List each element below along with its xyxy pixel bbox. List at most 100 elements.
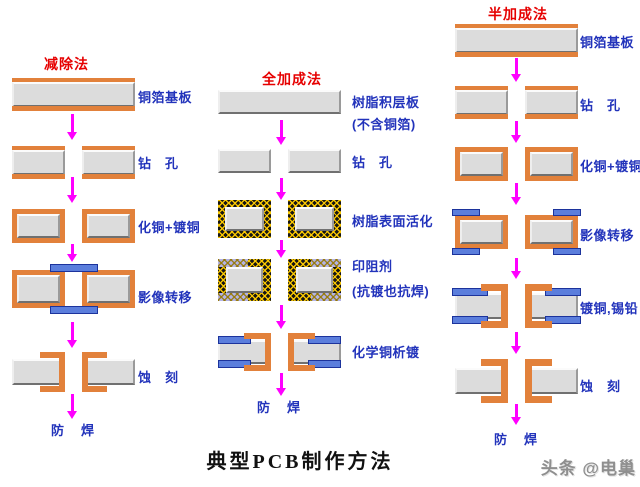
copper-plating — [288, 333, 315, 371]
board-core — [17, 275, 60, 303]
resist-layer — [553, 248, 581, 255]
step-label: 影像转移 — [138, 290, 193, 305]
final-step-label: 防 焊 — [50, 423, 96, 438]
step-graphic-resin-board — [218, 90, 341, 114]
step-label: 钻 孔 — [580, 98, 621, 113]
method-title-semi-additive: 半加成法 — [488, 6, 548, 22]
resist-layer — [545, 316, 581, 324]
step-graphic-image-transfer-tent — [12, 264, 135, 314]
board-core — [218, 149, 271, 173]
copper-layer — [455, 24, 578, 29]
method-title-full-additive: 全加成法 — [262, 71, 322, 87]
method-title-subtractive: 减除法 — [44, 56, 89, 72]
resist-layer — [545, 288, 581, 296]
down-arrow-icon — [276, 240, 287, 258]
down-arrow-icon — [276, 373, 287, 396]
resist-layer — [218, 360, 251, 368]
watermark: 头条 @电巢 — [540, 459, 636, 478]
down-arrow-icon — [511, 332, 522, 354]
step-label: 钻 孔 — [352, 155, 393, 170]
board-core — [87, 275, 130, 303]
copper-layer — [82, 174, 135, 179]
resist-layer — [50, 306, 98, 314]
copper-plating — [525, 359, 552, 403]
resist-layer — [308, 336, 341, 344]
step-label: 铜箔基板 — [580, 35, 635, 50]
board-core — [12, 82, 135, 107]
resist-ink — [311, 293, 341, 301]
board-core — [82, 150, 135, 175]
board-core — [17, 214, 60, 238]
resist-ink — [218, 259, 248, 267]
down-arrow-icon — [276, 178, 287, 200]
resist-ink — [218, 293, 248, 301]
down-arrow-icon — [511, 183, 522, 205]
board-core — [295, 207, 334, 231]
copper-plating — [82, 352, 107, 392]
board-core — [460, 220, 503, 244]
copper-layer — [455, 114, 508, 119]
board-core — [226, 267, 263, 293]
resist-layer — [308, 360, 341, 368]
board-core — [288, 149, 341, 173]
step-label: 化铜+镀铜 — [138, 220, 201, 235]
board-core — [12, 359, 65, 385]
final-step-label: 防 焊 — [256, 400, 302, 415]
copper-layer — [525, 114, 578, 119]
resist-layer — [452, 288, 488, 296]
step-label: 镀铜,锡铅 — [580, 301, 639, 316]
copper-layer — [455, 52, 578, 57]
step-sublabel: (不含铜箔) — [352, 117, 416, 132]
copper-layer — [82, 146, 135, 151]
board-core — [460, 152, 503, 176]
step-graphic-copper-substrate — [455, 24, 578, 57]
final-step-label: 防 焊 — [493, 432, 539, 447]
down-arrow-icon — [67, 244, 78, 262]
board-core — [225, 207, 264, 231]
step-label: 蚀 刻 — [580, 379, 621, 394]
down-arrow-icon — [67, 394, 78, 419]
copper-plating — [481, 284, 508, 328]
step-graphic-resist-printed — [218, 259, 341, 301]
step-label: 化铜+镀铜 — [580, 159, 640, 174]
step-label: 树脂表面活化 — [352, 214, 434, 229]
step-graphic-activated — [218, 200, 341, 238]
step-graphic-copper-substrate — [12, 78, 135, 111]
board-core — [12, 150, 65, 175]
down-arrow-icon — [67, 114, 78, 140]
step-label: 蚀 刻 — [138, 370, 179, 385]
down-arrow-icon — [276, 120, 287, 145]
down-arrow-icon — [511, 258, 522, 279]
step-graphic-etched-large — [455, 359, 578, 403]
down-arrow-icon — [511, 121, 522, 143]
copper-layer — [12, 78, 135, 83]
copper-layer — [12, 146, 65, 151]
resist-layer — [452, 248, 480, 255]
resist-layer — [452, 209, 480, 216]
step-label: 钻 孔 — [138, 156, 179, 171]
step-sublabel: (抗镀也抗焊) — [352, 284, 430, 299]
copper-layer — [12, 174, 65, 179]
step-graphic-plated-tin — [452, 284, 581, 328]
down-arrow-icon — [67, 322, 78, 348]
step-label: 影像转移 — [580, 228, 635, 243]
step-graphic-plated-all — [12, 209, 135, 243]
down-arrow-icon — [276, 305, 287, 329]
board-core — [296, 267, 333, 293]
resist-layer — [218, 336, 251, 344]
copper-plating — [525, 284, 552, 328]
copper-layer — [525, 86, 578, 91]
board-core — [218, 90, 341, 114]
step-graphic-plated-all — [455, 147, 578, 181]
down-arrow-icon — [511, 58, 522, 82]
board-core — [530, 152, 573, 176]
step-label: 树脂积层板 — [352, 95, 420, 110]
copper-layer — [12, 106, 135, 111]
step-label: 化学铜析镀 — [352, 345, 420, 360]
resist-ink — [311, 259, 341, 267]
down-arrow-icon — [67, 177, 78, 203]
board-core — [455, 28, 578, 53]
board-core — [530, 220, 573, 244]
step-graphic-electroless-copper — [218, 333, 341, 371]
